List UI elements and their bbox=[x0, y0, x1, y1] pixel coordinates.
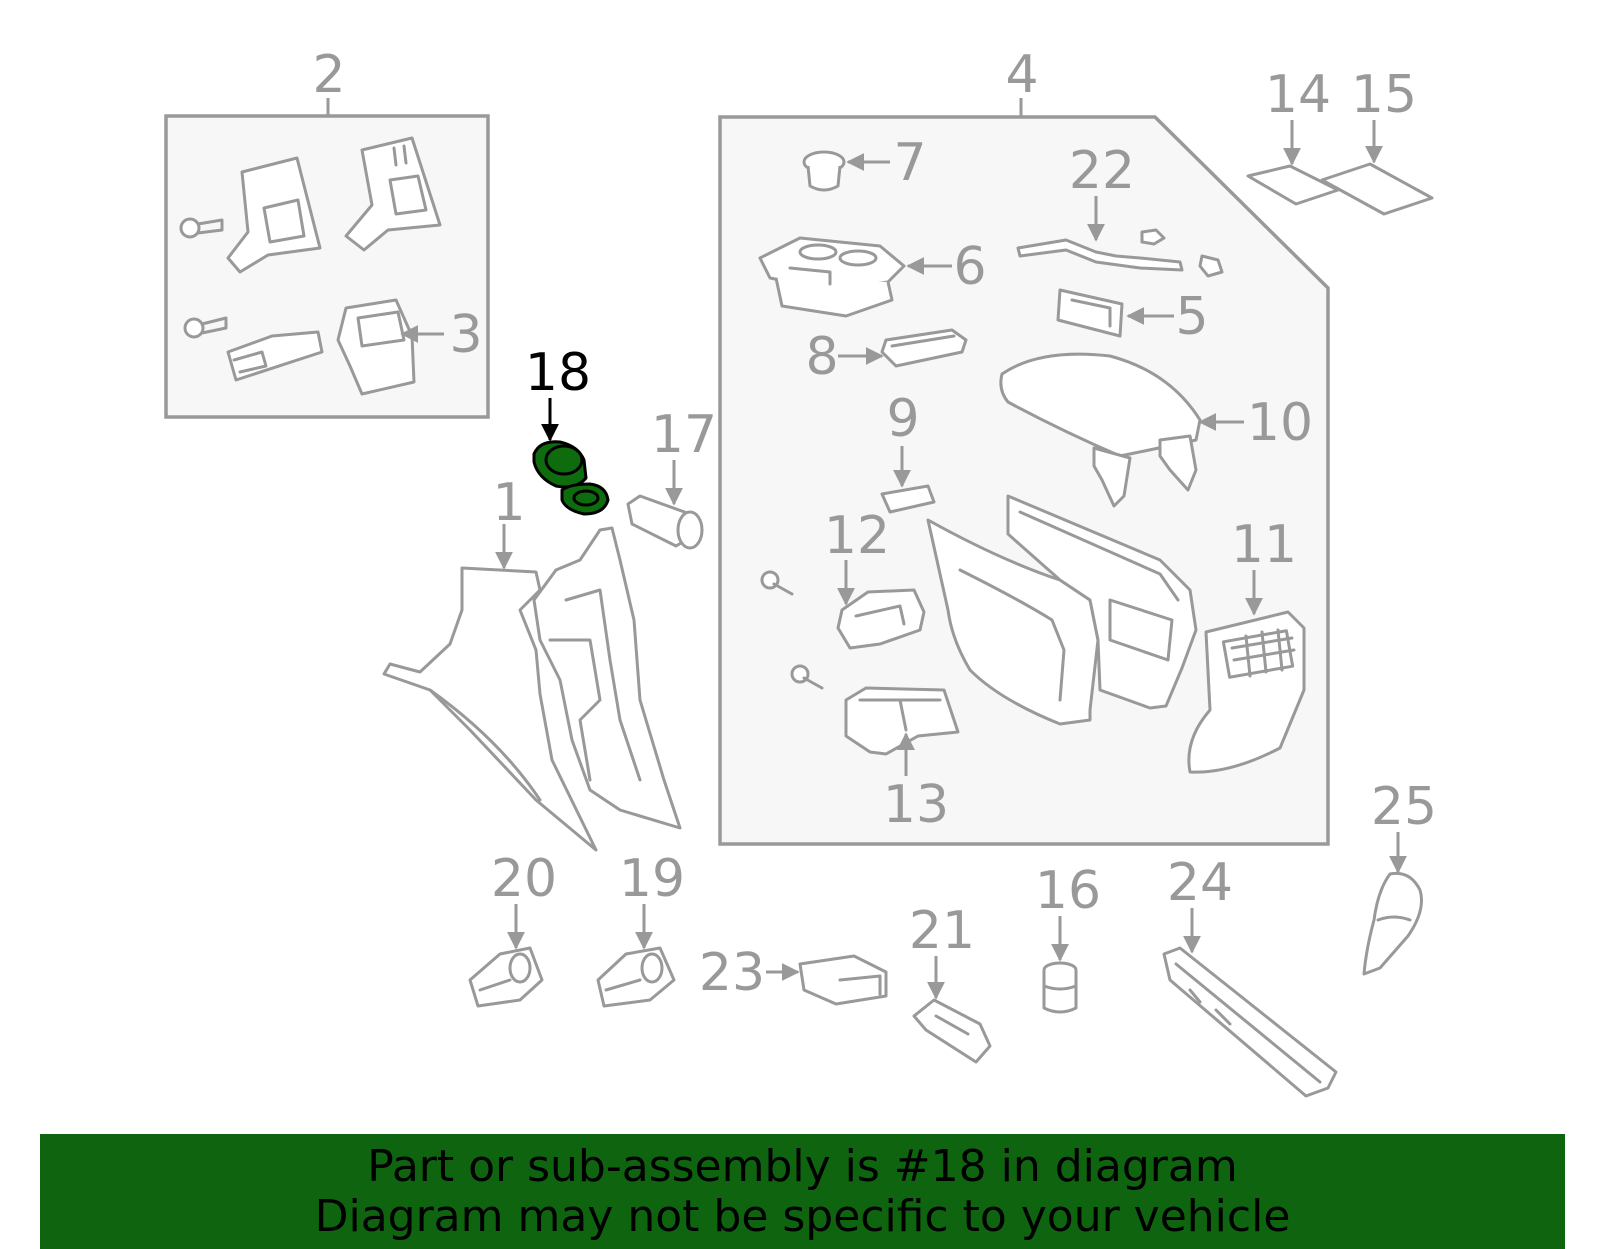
cap-part-7 bbox=[802, 150, 890, 192]
switch-part-19 bbox=[596, 904, 676, 1008]
cylinder-part-16 bbox=[1042, 916, 1078, 1014]
side-trim-part-24 bbox=[1162, 908, 1338, 1098]
pad-part-15 bbox=[1320, 120, 1434, 216]
plug-part-17 bbox=[626, 460, 704, 550]
screw-part bbox=[183, 316, 228, 339]
callout-10: 10 bbox=[1247, 393, 1313, 453]
console-bracket-part bbox=[226, 156, 322, 274]
callout-22: 22 bbox=[1069, 141, 1135, 201]
info-banner: Part or sub-assembly is #18 in diagram D… bbox=[40, 1134, 1565, 1249]
callout-25: 25 bbox=[1371, 777, 1437, 837]
switch-part-20 bbox=[468, 904, 544, 1008]
callout-14: 14 bbox=[1265, 65, 1331, 125]
callout-6: 6 bbox=[953, 237, 986, 297]
screw-part bbox=[790, 664, 824, 690]
connector-part-21 bbox=[912, 956, 992, 1064]
callout-12: 12 bbox=[824, 506, 890, 566]
callout-18-highlighted: 18 bbox=[525, 343, 591, 403]
bracket-part-12 bbox=[836, 560, 926, 650]
shift-knob-part-25 bbox=[1362, 832, 1423, 976]
callout-17: 17 bbox=[651, 405, 717, 465]
tray-part-8 bbox=[838, 328, 968, 368]
callout-16: 16 bbox=[1035, 861, 1101, 921]
insert-part-5 bbox=[1056, 288, 1174, 338]
bracket-bar-part-22 bbox=[1016, 196, 1224, 278]
callout-9: 9 bbox=[886, 389, 919, 449]
callout-24: 24 bbox=[1167, 853, 1233, 913]
switch-part-3 bbox=[336, 298, 416, 396]
callout-3: 3 bbox=[449, 305, 482, 365]
callout-11: 11 bbox=[1231, 515, 1297, 575]
callout-4: 4 bbox=[1005, 45, 1038, 105]
parts-diagram: 1 2 3 4 5 6 7 8 9 10 11 12 13 14 15 16 1… bbox=[164, 45, 1437, 1098]
armrest-lid-part-10 bbox=[999, 352, 1244, 508]
cup-holder-part-6 bbox=[758, 236, 952, 318]
console-body-part bbox=[926, 494, 1198, 726]
callout-2: 2 bbox=[312, 45, 345, 105]
rear-vent-part-11 bbox=[1187, 570, 1306, 774]
group-4-panel bbox=[718, 98, 1330, 846]
callout-13: 13 bbox=[883, 775, 949, 835]
screw-part bbox=[760, 570, 794, 596]
callout-1: 1 bbox=[492, 473, 525, 533]
side-panel-part-1 bbox=[382, 524, 598, 852]
screw-part bbox=[179, 217, 224, 239]
usb-port-part-23 bbox=[766, 954, 888, 1006]
callout-21: 21 bbox=[909, 901, 975, 961]
socket-part-18-highlighted[interactable] bbox=[532, 398, 610, 516]
callout-7: 7 bbox=[893, 133, 926, 193]
group-2-box bbox=[164, 98, 490, 419]
callout-23: 23 bbox=[699, 943, 765, 1003]
callout-5: 5 bbox=[1175, 287, 1208, 347]
callout-20: 20 bbox=[491, 849, 557, 909]
callout-8: 8 bbox=[805, 327, 838, 387]
callout-15: 15 bbox=[1351, 65, 1417, 125]
inner-frame-part bbox=[532, 526, 682, 830]
bracket-part-13 bbox=[844, 686, 960, 776]
clip-part-9 bbox=[880, 446, 936, 514]
banner-line-2: Diagram may not be specific to your vehi… bbox=[314, 1190, 1291, 1242]
callout-19: 19 bbox=[619, 849, 685, 909]
pad-part-14 bbox=[1246, 120, 1340, 206]
banner-line-1: Part or sub-assembly is #18 in diagram bbox=[367, 1140, 1238, 1192]
